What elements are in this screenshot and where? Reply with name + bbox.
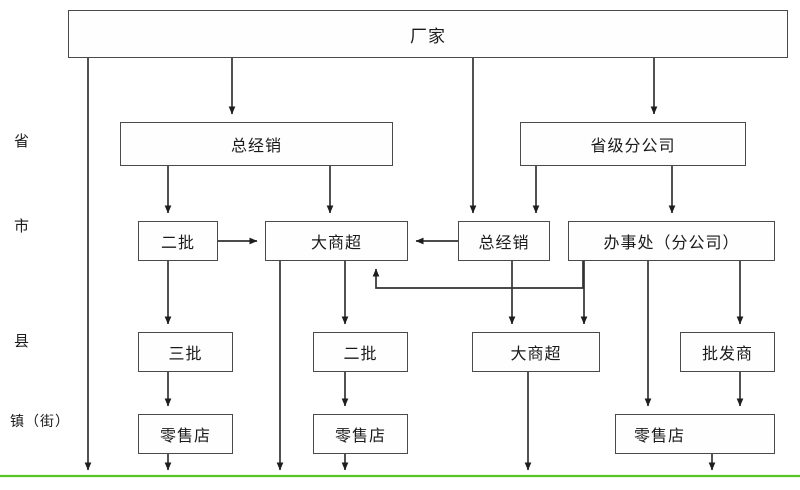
- node-office-branch[interactable]: 办事处（分公司）: [568, 221, 775, 261]
- node-general-distributor-left[interactable]: 总经销: [120, 122, 393, 166]
- node-second-tier-wholesaler-city[interactable]: 二批: [138, 221, 218, 261]
- node-third-tier-wholesaler[interactable]: 三批: [138, 332, 233, 372]
- node-second-tier-wholesaler-county[interactable]: 二批: [313, 332, 408, 372]
- node-large-supermarket-city[interactable]: 大商超: [265, 221, 408, 261]
- tier-label-town: 镇（街）: [10, 413, 70, 429]
- node-factory[interactable]: 厂家: [68, 10, 788, 58]
- node-retail-store-right[interactable]: 零售店: [615, 414, 775, 454]
- edge-office-elbow-to-supermarket1: [372, 261, 584, 289]
- node-general-distributor-right[interactable]: 总经销: [458, 221, 550, 261]
- node-retail-store-left[interactable]: 零售店: [138, 414, 233, 454]
- node-large-supermarket-county[interactable]: 大商超: [472, 332, 600, 372]
- tier-label-province: 省: [14, 133, 31, 150]
- node-retail-store-middle[interactable]: 零售店: [313, 414, 408, 454]
- node-provincial-branch[interactable]: 省级分公司: [520, 122, 746, 166]
- tier-label-county: 县: [14, 333, 31, 350]
- node-wholesaler[interactable]: 批发商: [680, 332, 775, 372]
- tier-label-city: 市: [14, 218, 31, 235]
